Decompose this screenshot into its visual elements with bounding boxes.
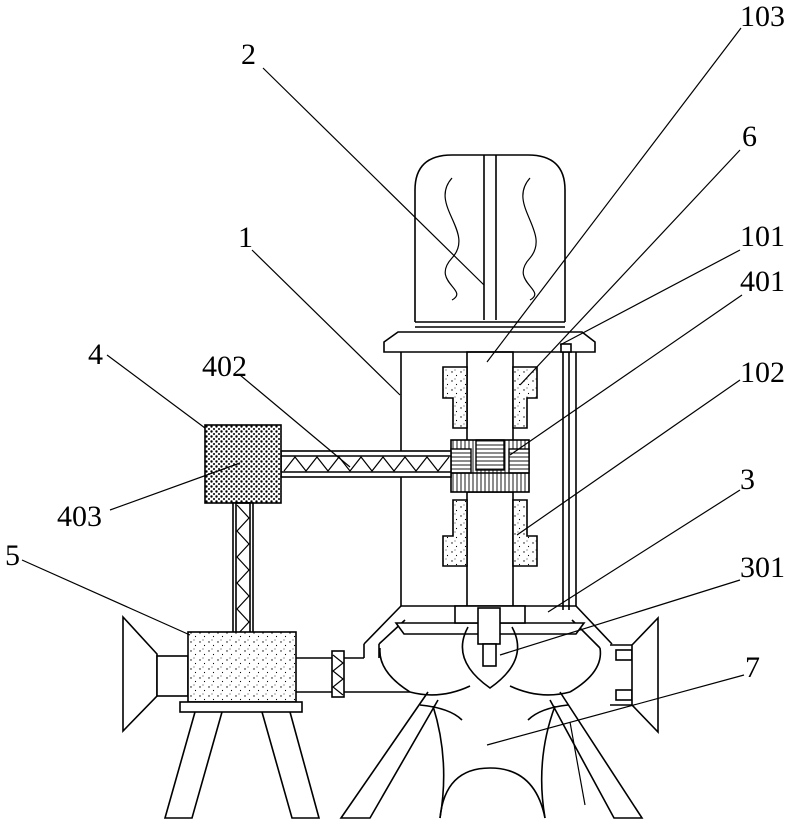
label-403: 403 [57, 500, 102, 533]
label-402: 402 [202, 350, 247, 383]
label-3: 3 [740, 463, 755, 496]
gearbox [204, 424, 282, 504]
base [339, 691, 644, 819]
gear [450, 439, 530, 493]
label-301: 301 [740, 551, 785, 584]
label-101: 101 [740, 220, 785, 253]
label-102: 102 [740, 356, 785, 389]
label-401: 401 [740, 265, 785, 298]
pump-casing [363, 605, 613, 696]
right-outlet [610, 616, 659, 734]
left-pipe-assembly [122, 614, 410, 819]
label-103: 103 [740, 0, 785, 33]
worm-shaft [280, 450, 452, 478]
label-2: 2 [241, 38, 256, 71]
label-6: 6 [742, 120, 757, 153]
leader-lines [21, 27, 745, 746]
label-7: 7 [745, 651, 760, 684]
guide-rod [560, 343, 572, 610]
label-5: 5 [5, 539, 20, 572]
label-4: 4 [88, 338, 103, 371]
label-1: 1 [238, 221, 253, 254]
motor [383, 154, 596, 353]
